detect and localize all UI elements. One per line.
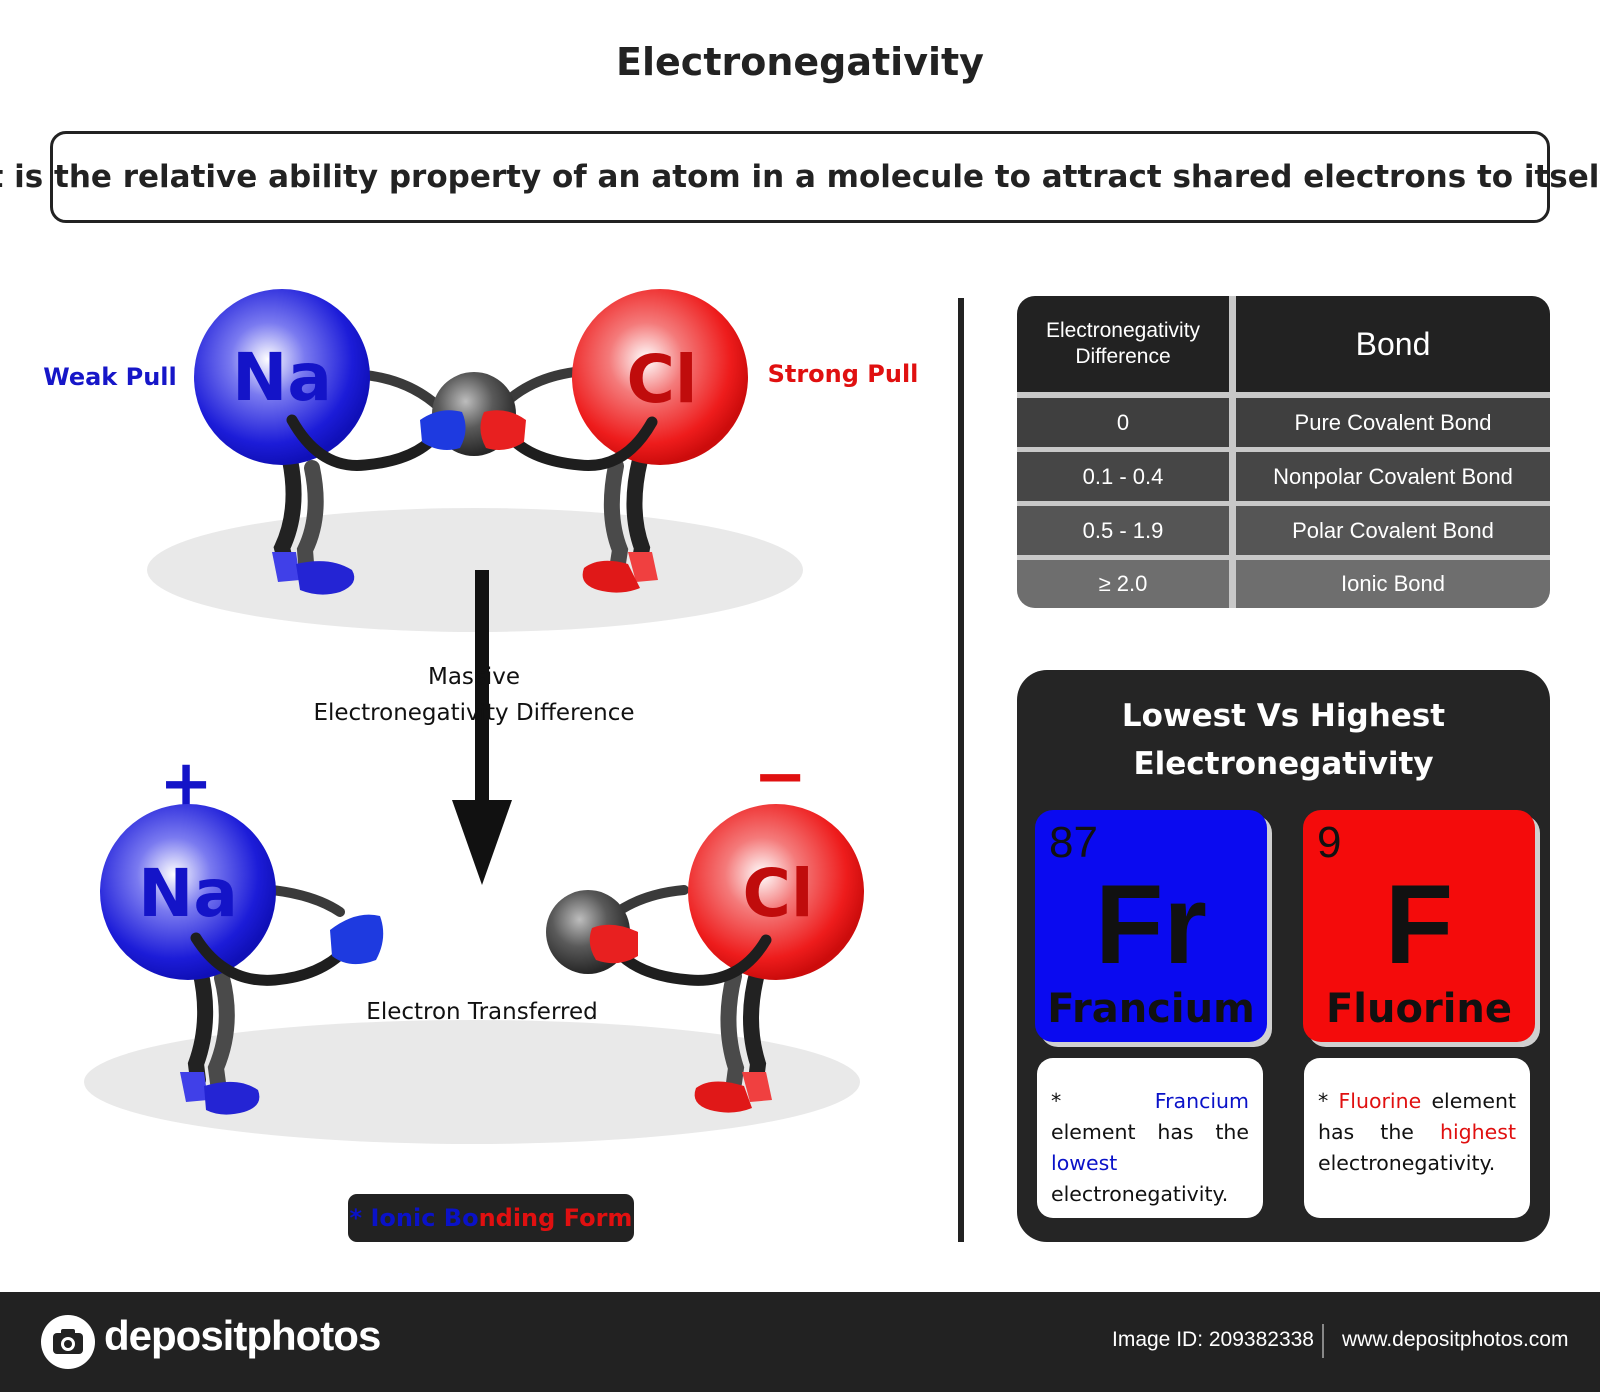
- table-row-3-difference: ≥ 2.0: [1017, 560, 1229, 608]
- panel-title: Lowest Vs Highest Electronegativity: [1017, 692, 1550, 788]
- table-row-2-bond: Polar Covalent Bond: [1236, 506, 1550, 555]
- fluorine-symbol: F: [1384, 862, 1454, 987]
- francium-symbol: Fr: [1095, 862, 1207, 987]
- panel-title-line1: Lowest Vs Highest: [1121, 698, 1446, 734]
- na-atom-top: [194, 289, 370, 465]
- na-hand-icon: [420, 410, 466, 450]
- ionic-bond-diagram: Na Cl Weak Pull Strong Pull Massive Elec…: [43, 289, 918, 1144]
- page-title: Electronegativity: [616, 40, 984, 84]
- footer-separator: [1322, 1324, 1324, 1358]
- arrow-label-line2: Electronegativity Difference: [313, 700, 634, 726]
- fluorine-tile: 9 F Fluorine: [1303, 810, 1535, 1042]
- fluorine-name: Fluorine: [1325, 986, 1513, 1032]
- na-symbol-bottom: Na: [138, 855, 238, 932]
- table-row-1-bond: Nonpolar Covalent Bond: [1236, 452, 1550, 501]
- table-row-1-difference: 0.1 - 0.4: [1017, 452, 1229, 501]
- definition-text: It is the relative ability property of a…: [0, 159, 1600, 195]
- na-symbol-top: Na: [232, 339, 332, 416]
- bottom-scene: + − Na Cl Electron Transferred: [100, 740, 864, 1115]
- francium-note-element: Francium: [1154, 1089, 1249, 1113]
- vertical-divider: [958, 298, 964, 1242]
- strong-pull-label: Strong Pull: [768, 360, 919, 388]
- cl-symbol-bottom: Cl: [742, 855, 813, 932]
- fluorine-note-element: Fluorine: [1338, 1089, 1422, 1113]
- footer-bar: depositphotos Image ID: 209382338 www.de…: [0, 1292, 1600, 1392]
- lowest-highest-panel: Lowest Vs Highest Electronegativity 87 F…: [1017, 670, 1550, 1242]
- table-row-0-difference: 0: [1017, 398, 1229, 447]
- weak-pull-label: Weak Pull: [43, 363, 177, 391]
- site-url-text[interactable]: www.depositphotos.com: [1342, 1328, 1569, 1351]
- electron-transferred-label: Electron Transferred: [366, 999, 597, 1025]
- panel-title-line2: Electronegativity: [1133, 746, 1434, 782]
- table-header-difference: Electronegativity Difference: [1017, 296, 1229, 392]
- fluorine-note: * Fluorine element has the highest elect…: [1304, 1058, 1530, 1218]
- francium-name: Francium: [1047, 986, 1255, 1032]
- cl-symbol-top: Cl: [626, 341, 697, 418]
- cl-foot-icon: [582, 560, 640, 593]
- cl-atom-top: [572, 289, 748, 465]
- table-header-bond: Bond: [1236, 296, 1550, 392]
- francium-note-extreme: lowest: [1051, 1151, 1118, 1175]
- badge-text-red: nding Form: [478, 1204, 633, 1232]
- badge-star: *: [349, 1204, 363, 1232]
- francium-tile: 87 Fr Francium: [1035, 810, 1267, 1042]
- arrow-label-line1: Massive: [428, 664, 520, 690]
- brand-logo-text: depositphotos: [104, 1312, 381, 1359]
- na-foot-icon: [296, 561, 355, 595]
- floor-shadow-bottom: [84, 1020, 860, 1144]
- down-arrow-icon: [452, 570, 512, 885]
- fluorine-atomic-number: 9: [1317, 818, 1342, 867]
- badge-text-blue: Ionic Bo: [370, 1204, 479, 1232]
- negative-charge-icon: −: [753, 740, 807, 814]
- table-row-3-bond: Ionic Bond: [1236, 560, 1550, 608]
- francium-atomic-number: 87: [1049, 818, 1098, 867]
- top-scene: Na Cl Weak Pull Strong Pull: [43, 289, 918, 595]
- francium-note: * Francium element has the lowest electr…: [1037, 1058, 1263, 1218]
- image-id-text: Image ID: 209382338: [1112, 1328, 1314, 1351]
- camera-logo-icon: [41, 1315, 95, 1369]
- cl-atom-bottom: [688, 804, 864, 980]
- bond-type-table: Electronegativity Difference Bond 0 Pure…: [1017, 296, 1550, 608]
- table-row-0-bond: Pure Covalent Bond: [1236, 398, 1550, 447]
- fluorine-note-extreme: highest: [1439, 1120, 1516, 1144]
- table-row-2-difference: 0.5 - 1.9: [1017, 506, 1229, 555]
- na-atom-bottom: [100, 804, 276, 980]
- cl-hand-icon: [480, 410, 526, 450]
- definition-box: It is the relative ability property of a…: [0, 131, 1600, 223]
